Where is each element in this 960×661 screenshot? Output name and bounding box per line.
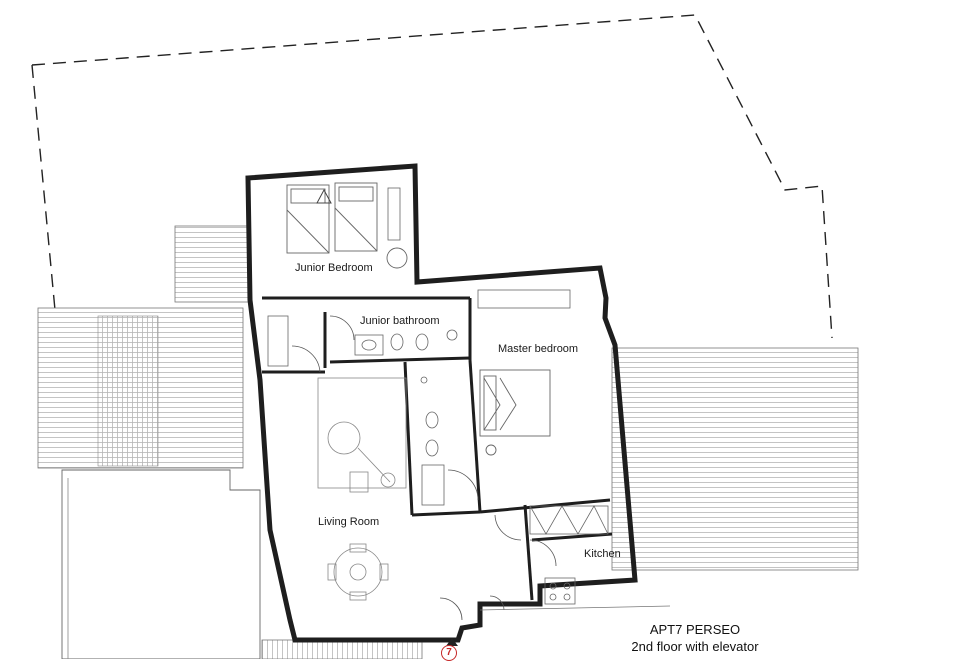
room-label-kitchen: Kitchen (584, 548, 621, 560)
outer-wall (245, 163, 638, 643)
closet-left (267, 315, 289, 367)
terrace-left-inner (97, 315, 159, 467)
junior-bathroom-fixtures (354, 329, 458, 356)
plan-caption: APT7 PERSEO 2nd floor with elevator (585, 621, 805, 655)
room-label-junior-bedroom: Junior Bedroom (295, 262, 373, 274)
master-bathroom-fixtures (420, 376, 445, 506)
wardrobe-junior (387, 187, 401, 241)
caption-subtitle: 2nd floor with elevator (631, 639, 759, 654)
living-furniture (317, 377, 407, 601)
room-label-junior-bathroom: Junior bathroom (360, 315, 440, 327)
door-swings (291, 315, 557, 621)
room-label-master-bedroom: Master bedroom (498, 343, 579, 355)
master-wardrobe (477, 289, 571, 309)
caption-title: APT7 PERSEO (649, 622, 741, 637)
entry-arrow-icon (446, 638, 458, 646)
property-boundary (31, 14, 833, 339)
terrace-upper-left (174, 225, 251, 303)
terrace-lower-left (61, 469, 261, 659)
entry-corridor-line (479, 605, 671, 611)
room-label-living-room: Living Room (318, 516, 380, 528)
terrace-bottom (261, 639, 423, 659)
kitchen-counter (529, 505, 609, 605)
terrace-right (611, 347, 859, 571)
master-bed (479, 369, 551, 456)
warning-triangle-icon (316, 188, 332, 204)
round-table-icon (386, 247, 408, 269)
twin-beds (286, 182, 378, 254)
